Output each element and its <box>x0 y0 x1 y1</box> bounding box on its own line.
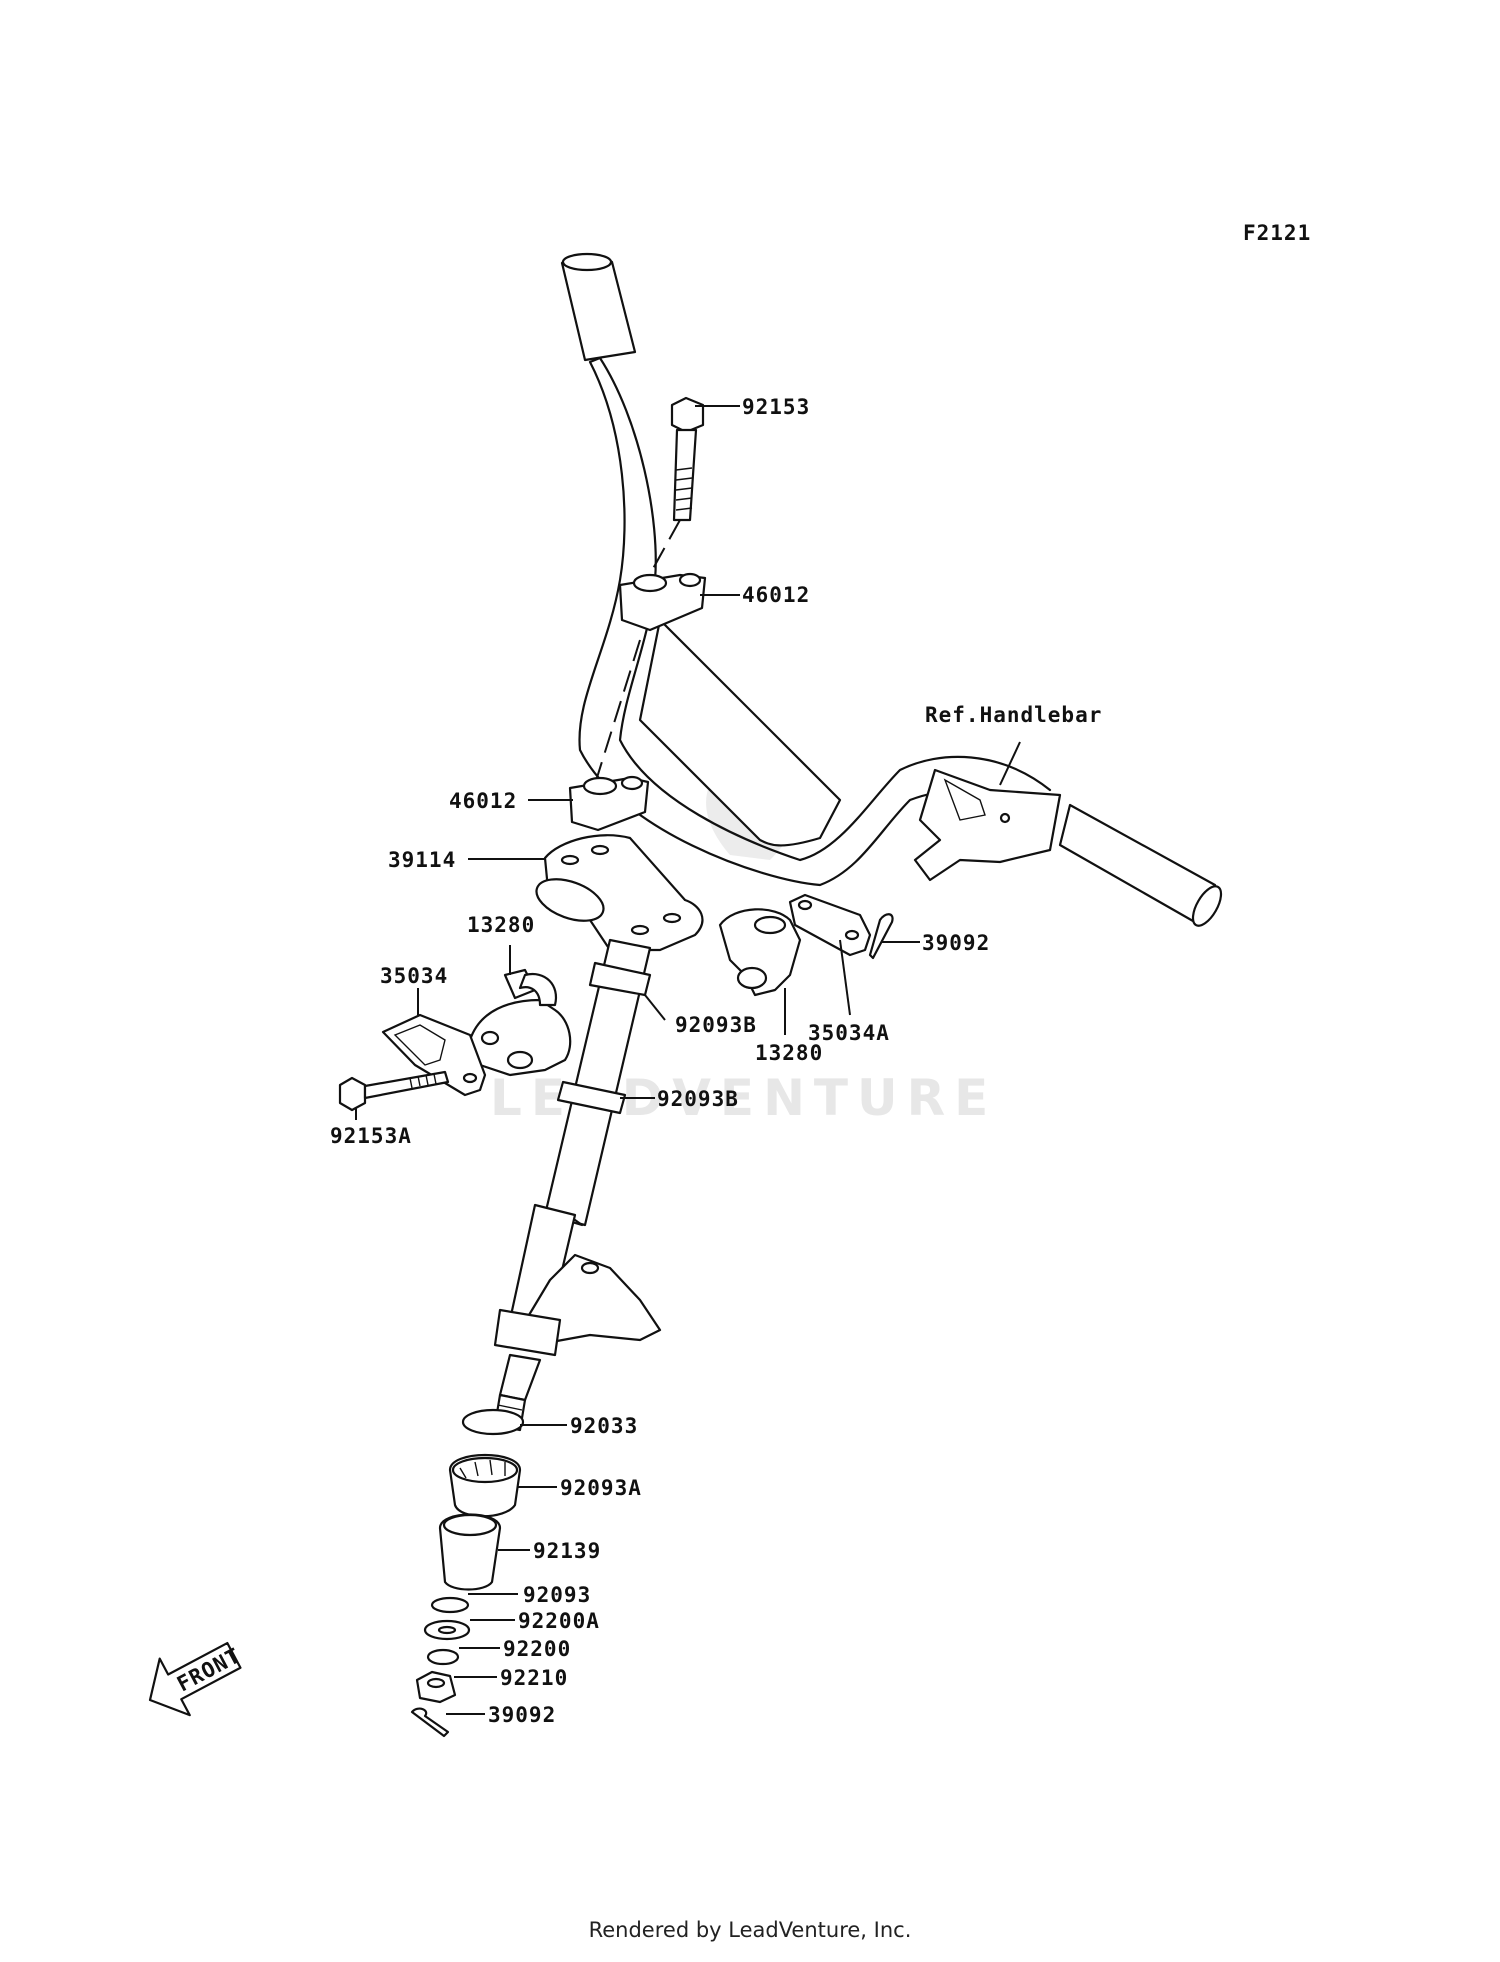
callout-39092-lower: 39092 <box>488 1703 556 1727</box>
plate-35034 <box>381 1013 487 1097</box>
bolt-92153A <box>338 1070 450 1112</box>
callout-92033: 92033 <box>570 1414 638 1438</box>
leader-lines <box>355 405 1021 1715</box>
bolt-92153 <box>670 396 705 522</box>
svg-text:FRONT: FRONT <box>173 1643 245 1696</box>
bracket-39114 <box>535 834 704 952</box>
figure-code: F2121 <box>1243 221 1311 245</box>
callout-46012-upper: 46012 <box>742 583 810 607</box>
callout-13280-left: 13280 <box>467 913 535 937</box>
callout-92093: 92093 <box>523 1583 591 1607</box>
callout-35034A: 35034A <box>808 1021 890 1045</box>
plate-35034A <box>788 893 872 957</box>
o-ring-92033 <box>461 1408 525 1436</box>
callout-39114: 39114 <box>388 848 456 872</box>
callout-35034: 35034 <box>380 964 448 988</box>
clamp-13280-right <box>718 908 802 997</box>
callout-39092-right: 39092 <box>922 931 990 955</box>
handlebar <box>560 252 1223 927</box>
callout-92093B-lower: 92093B <box>657 1087 739 1111</box>
callout-92210: 92210 <box>500 1666 568 1690</box>
front-arrow: FRONT <box>148 1641 245 1717</box>
callout-13280-right: 13280 <box>755 1041 823 1065</box>
callout-46012-lower: 46012 <box>449 789 517 813</box>
holder-46012-upper <box>618 572 707 632</box>
holder-46012-lower <box>568 775 650 832</box>
callout-92093B-upper: 92093B <box>675 1013 757 1037</box>
callout-92200A: 92200A <box>518 1609 600 1633</box>
callout-92139: 92139 <box>533 1539 601 1563</box>
lower-stack <box>410 1408 525 1738</box>
callout-92200: 92200 <box>503 1637 571 1661</box>
footer-credit: Rendered by LeadVenture, Inc. <box>588 1918 912 1942</box>
clamp-13280-left <box>468 968 572 1077</box>
cotter-pin-39092-right <box>868 913 894 960</box>
callout-92093A: 92093A <box>560 1476 642 1500</box>
cotter-pin-39092-lower <box>410 1707 450 1738</box>
steering-shaft <box>493 938 662 1432</box>
callout-labels: 92153 46012 46012 39114 13280 35034 3909… <box>330 395 1102 1727</box>
washer-92200 <box>426 1648 460 1666</box>
callout-92153: 92153 <box>742 395 810 419</box>
washer-92093 <box>430 1596 470 1614</box>
callout-92153A: 92153A <box>330 1124 412 1148</box>
callout-ref-handlebar: Ref.Handlebar <box>925 703 1102 727</box>
